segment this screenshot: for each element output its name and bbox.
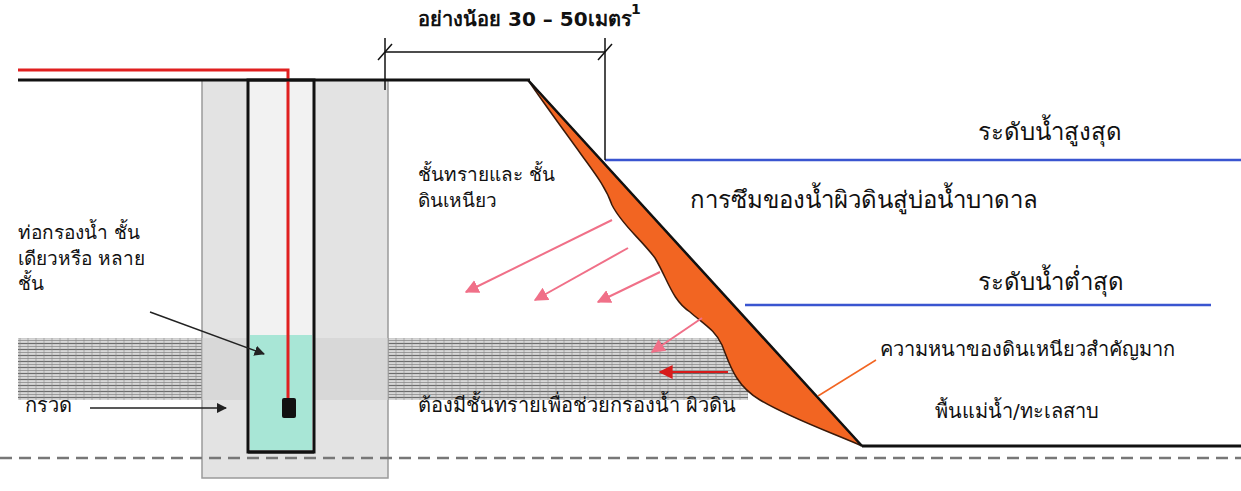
dimension-tick bbox=[598, 44, 612, 60]
seepage-arrow bbox=[652, 318, 702, 352]
dimension-line bbox=[385, 51, 605, 53]
water-level-high bbox=[605, 159, 1241, 162]
clay-layer bbox=[18, 338, 202, 400]
clay-layer bbox=[388, 338, 748, 400]
seepage-arrow bbox=[660, 371, 728, 373]
reference-line bbox=[0, 457, 1241, 460]
seepage-arrow bbox=[598, 272, 660, 302]
pump-wire bbox=[18, 70, 288, 400]
seepage-arrow bbox=[535, 248, 628, 300]
river-bed bbox=[862, 445, 1241, 448]
water-level-label: ระดับน้ำต่ำสุด bbox=[978, 266, 1124, 298]
well-pipe bbox=[248, 451, 314, 454]
seepage-arrow bbox=[466, 220, 612, 292]
water-level-label: ระดับน้ำสูงสุด bbox=[978, 116, 1122, 148]
dimension-label: อย่างน้อย 30 – 50เมตร bbox=[418, 6, 632, 33]
gravel-pack bbox=[202, 80, 388, 478]
layer-label: ชั้นทรายและ ชั้นดินเหนียว bbox=[418, 162, 558, 213]
bank-slope bbox=[528, 80, 862, 446]
leader-line bbox=[818, 360, 876, 396]
ground-line bbox=[18, 79, 530, 82]
water-level-low bbox=[745, 304, 1211, 307]
gravel-label: กรวด bbox=[25, 392, 72, 419]
leader-line bbox=[90, 407, 226, 409]
dimension-line bbox=[604, 38, 606, 160]
riverbed-label: พื้นแม่น้ำ/ทะเลสาบ bbox=[935, 398, 1099, 425]
footnote-number: 1 bbox=[631, 0, 641, 19]
clay-note: ความหนาของดินเหนียวสำคัญมาก bbox=[880, 336, 1175, 363]
pump bbox=[282, 398, 296, 418]
seepage-label: การซึมของน้ำผิวดินสู่บ่อน้ำบาดาล bbox=[690, 184, 1038, 216]
sand-note: ต้องมีชั้นทรายเพื่อช่วยกรองน้ำ ผิวดิน bbox=[418, 392, 736, 419]
dimension-tick bbox=[378, 44, 392, 60]
pipe-label: ท่อกรองน้ำ ชั้นเดียวหรือ หลายชั้น bbox=[18, 220, 168, 297]
dimension-line bbox=[384, 38, 386, 90]
leader-line bbox=[150, 312, 264, 354]
well-pipe bbox=[248, 80, 314, 452]
river-bank bbox=[528, 80, 862, 446]
